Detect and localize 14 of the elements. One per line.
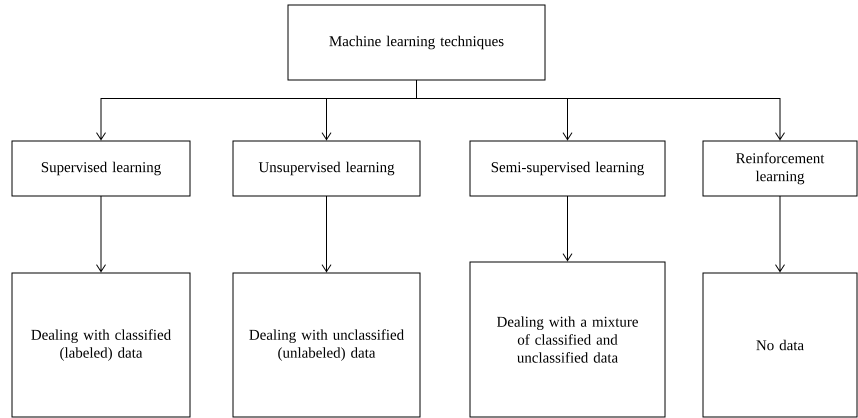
category-box: Semi-supervised learning xyxy=(470,140,666,196)
arrow xyxy=(96,196,106,272)
category-box: Unsupervised learning xyxy=(232,140,420,196)
arrow xyxy=(775,196,785,272)
description-box: Dealing with unclassified (unlabeled) data xyxy=(232,272,420,418)
arrow xyxy=(322,196,332,272)
category-box: Reinforcement learning xyxy=(702,140,858,196)
category-box: Supervised learning xyxy=(12,140,190,196)
branch-arrow xyxy=(416,80,785,140)
root-box: Machine learning techniques xyxy=(288,4,546,80)
description-box: Dealing with classified (labeled) data xyxy=(12,272,190,418)
description-box: No data xyxy=(702,272,858,418)
arrow xyxy=(562,196,572,262)
description-box: Dealing with a mixture of classified and unclassified data xyxy=(470,262,666,418)
